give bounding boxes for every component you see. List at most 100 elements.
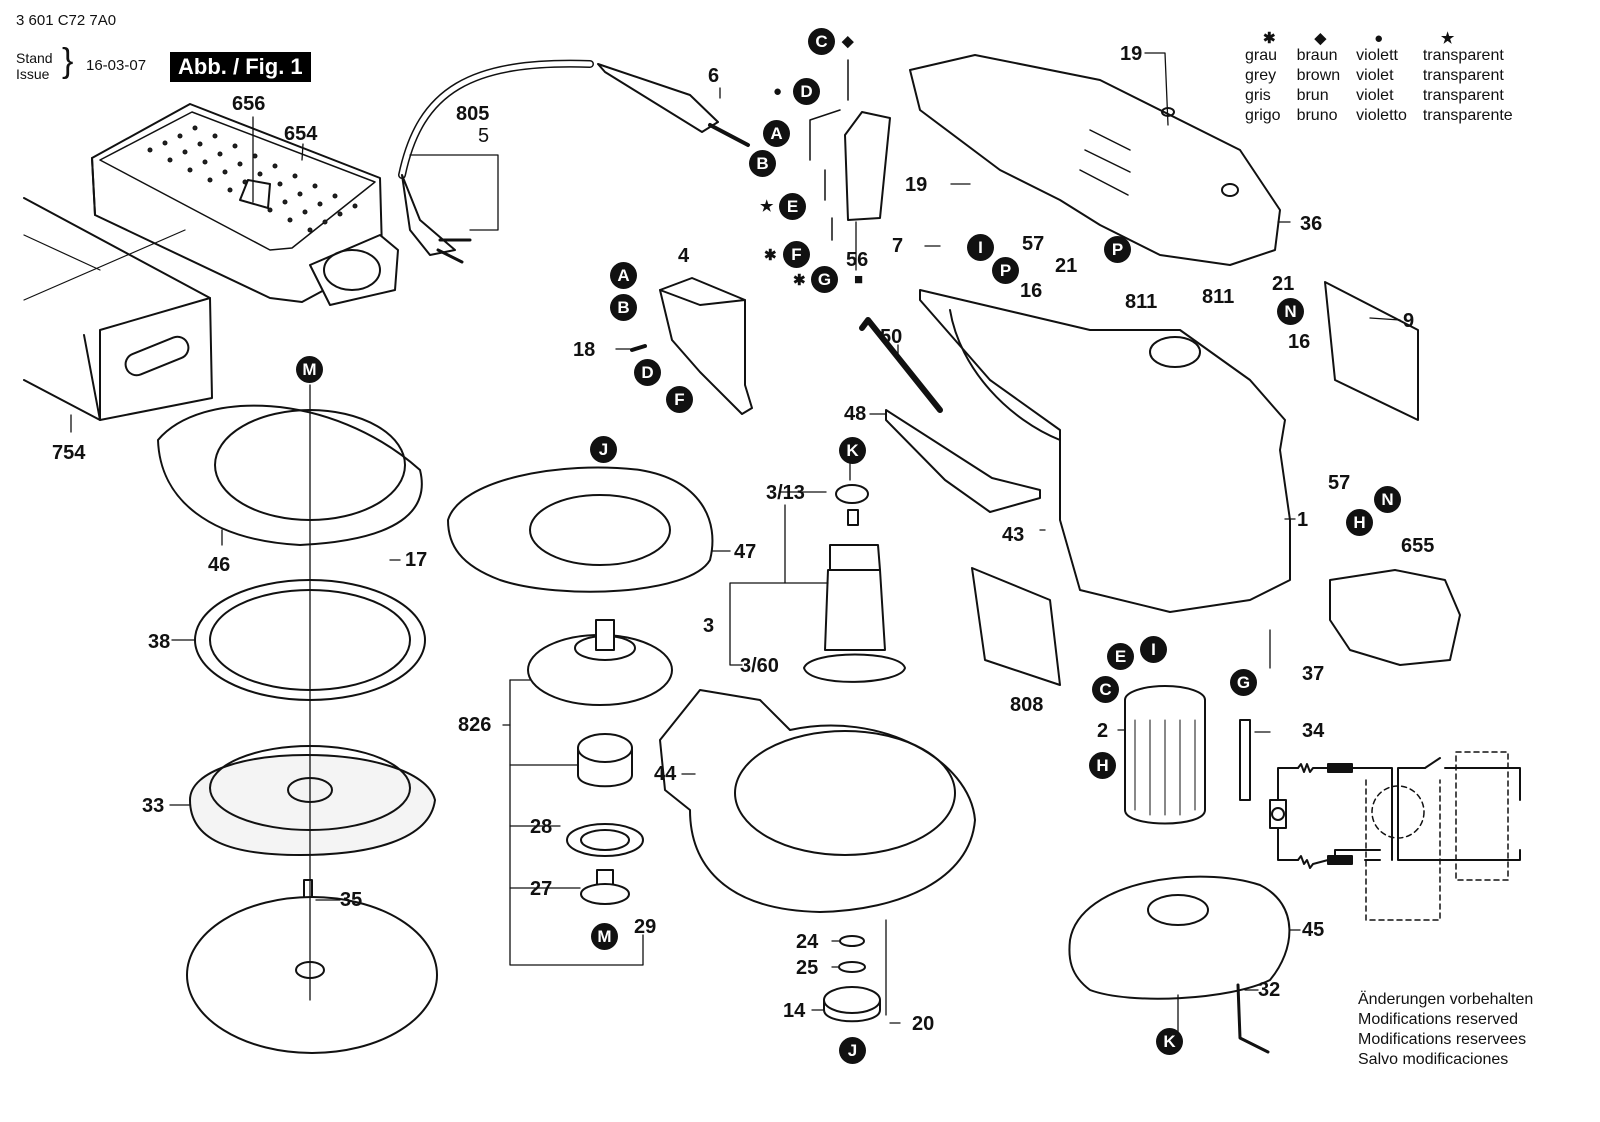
legend-cell: grau (1245, 47, 1278, 64)
part-label-45[interactable]: 45 (1302, 919, 1325, 941)
part-label-19-top[interactable]: 19 (1120, 43, 1143, 65)
legend-row-fr: gris brun violet transparent (1245, 86, 1529, 106)
part-label-656[interactable]: 656 (232, 93, 266, 115)
connector-badge-n-low[interactable]: N (1374, 486, 1401, 513)
legend-row-en: grey brown violet transparent (1245, 66, 1529, 86)
part-label-7[interactable]: 7 (892, 235, 904, 257)
part-label-38[interactable]: 38 (148, 631, 171, 653)
stator-badge-e[interactable]: E (1107, 643, 1134, 670)
part-label-1[interactable]: 1 (1297, 509, 1309, 531)
ref-badge-m-low[interactable]: M (591, 923, 618, 950)
capacitor-drawing (810, 60, 890, 240)
part-label-25[interactable]: 25 (796, 957, 819, 979)
part-label-48[interactable]: 48 (844, 403, 867, 425)
connector-badge-h[interactable]: H (1346, 509, 1373, 536)
part-label-5[interactable]: 5 (478, 125, 490, 147)
part-label-21-right[interactable]: 21 (1272, 273, 1295, 295)
ref-badge-m-top[interactable]: M (296, 356, 323, 383)
part-label-32[interactable]: 32 (1258, 979, 1281, 1001)
part-label-36[interactable]: 36 (1300, 213, 1323, 235)
part-label-50[interactable]: 50 (880, 326, 903, 348)
part-label-57-right[interactable]: 57 (1328, 472, 1351, 494)
part-label-826[interactable]: 826 (458, 714, 492, 736)
part-label-37[interactable]: 37 (1302, 663, 1325, 685)
part-label-754[interactable]: 754 (52, 442, 86, 464)
part-label-811-right[interactable]: 811 (1202, 286, 1235, 308)
washer-24-drawing (840, 936, 864, 946)
connector-badge-g[interactable]: G (811, 266, 838, 293)
part-label-43[interactable]: 43 (1002, 524, 1025, 546)
part-label-46[interactable]: 46 (208, 554, 231, 576)
part-label-3[interactable]: 3 (703, 615, 715, 637)
diamond-icon: ◆ (842, 33, 854, 50)
connector-badge-f[interactable]: F (783, 241, 810, 268)
part-label-16-right[interactable]: 16 (1288, 331, 1311, 353)
switch-badge-d[interactable]: D (634, 359, 661, 386)
stator-badge-c[interactable]: C (1092, 676, 1119, 703)
part-label-2[interactable]: 2 (1097, 720, 1109, 742)
part-label-9[interactable]: 9 (1403, 310, 1415, 332)
part-label-14[interactable]: 14 (783, 1000, 806, 1022)
part-label-56[interactable]: 56 (846, 249, 869, 271)
stator-badge-g[interactable]: G (1230, 669, 1257, 696)
part-label-17[interactable]: 17 (405, 549, 428, 571)
ref-badge-j-top[interactable]: J (590, 436, 617, 463)
part-label-654[interactable]: 654 (284, 123, 318, 145)
star-icon: ★ (760, 198, 774, 215)
adapter-655-drawing (1330, 570, 1460, 665)
part-label-655[interactable]: 655 (1401, 535, 1435, 557)
part-label-20[interactable]: 20 (912, 1013, 935, 1035)
switch-badge-f[interactable]: F (666, 386, 693, 413)
part-label-24[interactable]: 24 (796, 931, 819, 953)
connector-badge-i[interactable]: I (967, 234, 994, 261)
connector-badge-b[interactable]: B (749, 150, 776, 177)
part-label-19[interactable]: 19 (905, 174, 928, 196)
ref-badge-k-low[interactable]: K (1156, 1028, 1183, 1055)
part-label-18[interactable]: 18 (573, 339, 596, 361)
diamond-icon: ◆ (1314, 30, 1327, 47)
switch-badge-a[interactable]: A (610, 262, 637, 289)
asterisk-icon: ✱ (764, 247, 777, 264)
gasket-28-drawing (567, 824, 643, 856)
housing-drawing (920, 290, 1290, 612)
connector-badge-n[interactable]: N (1277, 298, 1304, 325)
part-label-28[interactable]: 28 (530, 816, 553, 838)
part-label-29[interactable]: 29 (634, 916, 657, 938)
part-label-6[interactable]: 6 (708, 65, 720, 87)
wire-32-drawing (1238, 985, 1268, 1052)
part-label-3-60[interactable]: 3/60 (740, 655, 779, 677)
stator-badge-h[interactable]: H (1089, 752, 1116, 779)
part-label-4[interactable]: 4 (678, 245, 690, 267)
part-label-34[interactable]: 34 (1302, 720, 1325, 742)
ref-badge-j-low[interactable]: J (839, 1037, 866, 1064)
part-label-805[interactable]: 805 (456, 103, 490, 125)
part-label-57-top[interactable]: 57 (1022, 233, 1045, 255)
asterisk-icon: ✱ (1263, 30, 1276, 47)
top-cover-drawing (910, 55, 1280, 265)
screw-34-drawing (1240, 720, 1250, 800)
part-label-27[interactable]: 27 (530, 878, 553, 900)
legend-cell: transparent (1422, 47, 1504, 64)
part-label-16-left[interactable]: 16 (1020, 280, 1043, 302)
part-label-3-13[interactable]: 3/13 (766, 482, 805, 504)
connector-badge-p-right[interactable]: P (1104, 236, 1131, 263)
connector-badge-c[interactable]: C (808, 28, 835, 55)
connector-badge-d[interactable]: D (793, 78, 820, 105)
star-icon: ★ (1440, 30, 1455, 47)
connector-badge-a[interactable]: A (763, 120, 790, 147)
part-label-808[interactable]: 808 (1010, 694, 1044, 716)
switch-badge-b[interactable]: B (610, 294, 637, 321)
part-label-35[interactable]: 35 (340, 889, 363, 911)
stator-badge-i[interactable]: I (1140, 636, 1167, 663)
part-label-33[interactable]: 33 (142, 795, 165, 817)
part-label-47[interactable]: 47 (734, 541, 757, 563)
part-label-21-left[interactable]: 21 (1055, 255, 1078, 277)
note-fr: Modifications reservees (1358, 1031, 1527, 1048)
ref-badge-k-mid[interactable]: K (839, 437, 866, 464)
part-label-44[interactable]: 44 (654, 763, 677, 785)
legend-cell: gris (1245, 87, 1271, 104)
part-label-811-left[interactable]: 811 (1125, 291, 1158, 313)
legend-cell: brun (1296, 87, 1329, 104)
connector-badge-e[interactable]: E (779, 193, 806, 220)
connector-badge-p-left[interactable]: P (992, 257, 1019, 284)
